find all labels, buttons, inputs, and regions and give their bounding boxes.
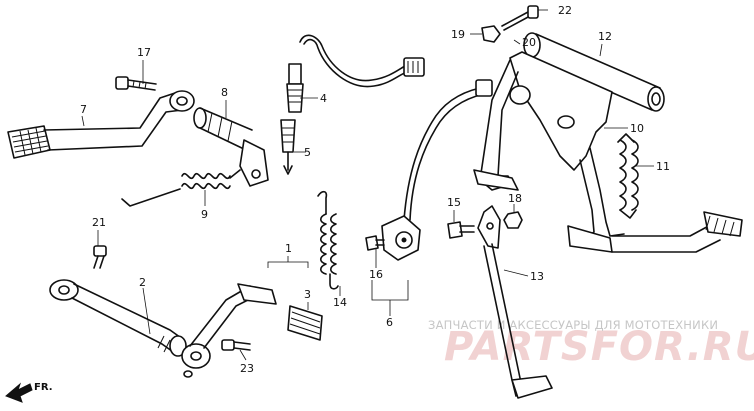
callout-numbers: 17 7 8 9 4 5 19 22 20 12 10 11 15 18 13 … — [80, 4, 670, 375]
part-main-stand — [473, 51, 743, 253]
callout-1: 1 — [285, 242, 292, 255]
part-shift-arm — [49, 279, 187, 357]
part-stand-spring — [617, 133, 639, 219]
callout-20: 20 — [522, 36, 536, 49]
watermark-caption: ЗАПЧАСТИ И АКСЕССУАРЫ ДЛЯ МОТОТЕХНИКИ — [428, 318, 718, 332]
part-side-stand — [477, 205, 553, 399]
part-stand-pivot-pipe — [523, 32, 665, 112]
part-shift-pedal — [181, 283, 277, 378]
callout-leaders — [81, 9, 654, 361]
callout-15: 15 — [447, 196, 461, 209]
callout-8: 8 — [221, 86, 228, 99]
part-spring-14 — [317, 190, 339, 290]
part-stop-switch — [280, 34, 425, 175]
part-bolt-15 — [447, 221, 475, 239]
callout-23: 23 — [240, 362, 254, 375]
part-bolt-16 — [365, 235, 385, 251]
part-bolt-22 — [501, 5, 539, 31]
callout-4: 4 — [320, 92, 327, 105]
watermark-logo: PARTSFOR.RU — [444, 324, 754, 370]
part-bolt-21 — [93, 245, 107, 269]
part-stand-switch — [381, 79, 493, 261]
part-pedal-rubber — [287, 305, 323, 341]
callout-22: 22 — [558, 4, 572, 17]
front-direction-label: FR. — [34, 382, 53, 393]
callout-16: 16 — [369, 268, 383, 281]
callout-21: 21 — [92, 216, 106, 229]
callout-17: 17 — [137, 46, 151, 59]
part-nut-18 — [503, 211, 523, 229]
callout-18: 18 — [508, 192, 522, 205]
part-bolt-23 — [221, 339, 251, 351]
part-nut-19 — [481, 25, 501, 43]
callout-11: 11 — [656, 160, 670, 173]
part-pivot-shaft — [193, 107, 269, 187]
callout-6: 6 — [386, 316, 393, 329]
part-return-spring — [121, 169, 241, 207]
callout-14: 14 — [333, 296, 347, 309]
callout-12: 12 — [598, 30, 612, 43]
part-brake-pedal — [7, 90, 195, 159]
callout-9: 9 — [201, 208, 208, 221]
front-direction-arrow — [5, 382, 33, 403]
part-pedal-bolt — [115, 76, 157, 91]
callout-5: 5 — [304, 146, 311, 159]
callout-2: 2 — [139, 276, 146, 289]
callout-10: 10 — [630, 122, 644, 135]
callout-13: 13 — [530, 270, 544, 283]
callout-7: 7 — [80, 103, 87, 116]
callout-19: 19 — [451, 28, 465, 41]
callout-3: 3 — [304, 288, 311, 301]
